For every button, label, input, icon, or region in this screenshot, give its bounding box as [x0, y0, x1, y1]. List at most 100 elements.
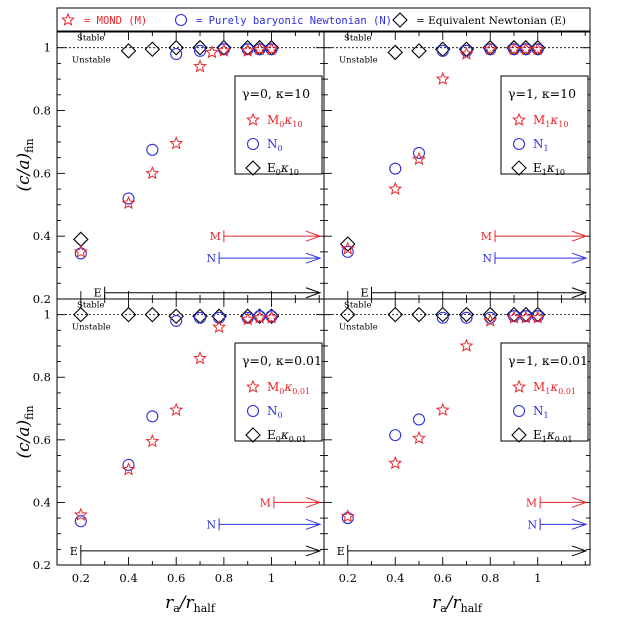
arrow-head	[305, 518, 322, 530]
panel-annotation: γ=0, κ=10	[242, 86, 310, 101]
arrow-head	[571, 230, 588, 242]
panel-legend-star-marker	[512, 379, 526, 393]
arrow-head	[571, 496, 588, 508]
data-point-M	[507, 310, 521, 324]
panel-legend-diamond-marker	[245, 160, 261, 176]
data-point-M	[530, 310, 545, 324]
data-point-M	[121, 195, 136, 210]
arrow-head	[305, 230, 322, 242]
data-point-M	[340, 241, 355, 255]
arrow-label-E: E	[94, 287, 102, 300]
data-point-M	[530, 41, 545, 56]
panel-legend-diamond-marker	[511, 427, 527, 443]
data-point-N	[170, 314, 183, 327]
data-point-E	[168, 39, 184, 56]
panel-legend-label: E1κ10	[533, 161, 565, 177]
panel-legend-label: M1κ0.01	[533, 380, 576, 396]
panel-legend-star-marker	[246, 379, 260, 393]
panel-legend-diamond-marker	[245, 427, 261, 443]
data-point-E	[339, 306, 356, 323]
y-tick-label: 1	[44, 308, 51, 322]
data-point-N	[389, 429, 402, 442]
arrow-label-M: M	[526, 496, 537, 509]
data-point-N	[412, 413, 426, 426]
data-point-M	[145, 166, 160, 180]
data-point-N	[193, 311, 207, 324]
data-point-M	[240, 43, 255, 57]
data-point-M	[264, 41, 279, 56]
panel-legend-label: M0κ10	[267, 113, 302, 129]
data-point-M	[459, 46, 474, 60]
data-point-M	[73, 244, 88, 258]
y-tick-label: 0.8	[33, 104, 51, 118]
top-legend: = MOND (M)= Purely baryonic Newtonian (N…	[56, 7, 591, 32]
data-point-M	[507, 41, 521, 56]
data-point-M	[193, 351, 207, 365]
arrow-head	[571, 545, 588, 557]
panel-legend-label: N0	[267, 404, 283, 420]
x-tick-label: 0.2	[339, 571, 357, 585]
arrow-head	[305, 496, 322, 508]
panel-legend-circle-marker	[512, 404, 526, 418]
arrow-head	[305, 252, 322, 264]
panel-legend-circle-marker	[246, 137, 260, 151]
data-point-E	[120, 306, 137, 323]
y-tick-label: 0.2	[33, 292, 51, 306]
data-point-N	[341, 245, 354, 258]
data-point-N	[341, 512, 354, 525]
data-point-M	[435, 71, 450, 86]
data-point-M	[252, 310, 267, 324]
data-point-M	[145, 434, 160, 448]
x-tick-label: 0.2	[72, 571, 90, 585]
top-legend-circle-marker	[174, 13, 188, 27]
panel-legend-label: M0κ0.01	[267, 380, 310, 396]
panel-legend-label: E0κ0.01	[267, 428, 307, 444]
x-axis-label: ra/rhalf	[165, 593, 216, 615]
data-point-N	[122, 458, 135, 471]
x-tick-label: 0.4	[119, 571, 137, 585]
x-tick-label: 0.4	[386, 571, 404, 585]
data-point-E	[387, 306, 404, 323]
data-point-N	[122, 192, 135, 205]
x-tick-label: 0.8	[481, 571, 499, 585]
arrow-head	[571, 287, 588, 299]
arrow-label-E: E	[70, 545, 78, 558]
arrow-label-E: E	[360, 287, 368, 300]
y-tick-label: 0.4	[33, 495, 51, 509]
unstable-label: Unstable	[72, 323, 111, 333]
panel-legend-star-marker	[512, 112, 526, 126]
data-point-E	[482, 306, 499, 323]
arrow-head	[571, 252, 588, 264]
panel-legend-star-marker	[246, 112, 260, 126]
arrow-head	[571, 518, 588, 530]
data-point-M	[205, 45, 219, 59]
top-legend-label: = MOND (M)	[84, 15, 147, 27]
data-point-M	[193, 59, 207, 73]
data-point-N	[170, 47, 183, 61]
data-point-E	[168, 308, 184, 324]
data-point-E	[144, 306, 161, 323]
data-point-E	[411, 306, 427, 323]
arrow-head	[305, 545, 322, 557]
arrow-label-N: N	[482, 252, 492, 265]
data-point-M	[483, 313, 498, 327]
data-point-M	[518, 41, 533, 56]
y-tick-label: 0.4	[33, 229, 51, 243]
panel-legend-label: N1	[533, 404, 549, 420]
data-point-E	[458, 306, 475, 323]
arrow-label-M: M	[210, 230, 221, 243]
data-point-M	[121, 462, 136, 476]
data-point-E	[434, 306, 451, 323]
panel-annotation: γ=1, κ=0.01	[508, 353, 588, 368]
data-point-M	[169, 402, 184, 417]
panel-legend-circle-marker	[512, 137, 526, 151]
arrow-label-E: E	[337, 545, 345, 558]
arrow-label-N: N	[528, 518, 538, 531]
data-point-M	[435, 402, 450, 417]
data-point-N	[460, 311, 473, 324]
data-point-N	[436, 311, 449, 324]
